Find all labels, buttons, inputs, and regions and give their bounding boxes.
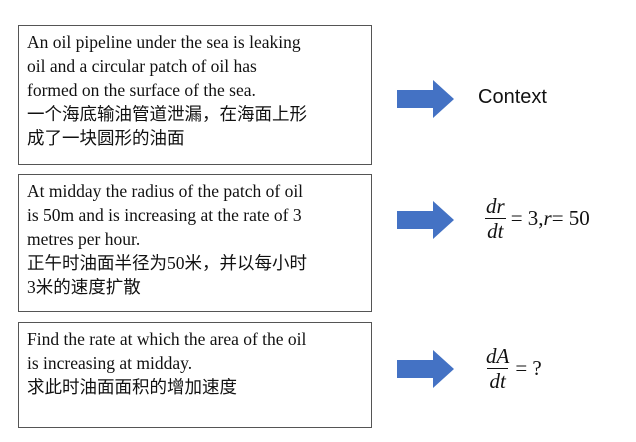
text-line: An oil pipeline under the sea is leaking xyxy=(27,32,301,52)
text-line: metres per hour. xyxy=(27,229,141,249)
rate-equation-unknown: dA dt = ? xyxy=(484,344,542,393)
text-line: is increasing at midday. xyxy=(27,353,193,373)
right-arrow-icon xyxy=(397,350,454,388)
text-line: is 50m and is increasing at the rate of … xyxy=(27,205,302,225)
text-line-chinese: 求此时油面面积的增加速度 xyxy=(27,377,237,397)
right-arrow-icon xyxy=(397,80,454,118)
fraction-denominator: dt xyxy=(485,218,506,243)
equation-text: = ? xyxy=(515,356,542,380)
rate-equation-given: dr dt = 3, r = 50 xyxy=(484,194,590,243)
derivative-fraction: dr dt xyxy=(484,194,507,243)
text-box-given: At midday the radius of the patch of oil… xyxy=(18,174,372,312)
equation-text: = 3, xyxy=(510,206,544,230)
derivative-fraction: dA dt xyxy=(484,344,511,393)
fraction-numerator: dA xyxy=(486,344,510,368)
text-line-chinese: 成了一块圆形的油面 xyxy=(27,128,185,148)
equation-text: = 50 xyxy=(551,206,590,230)
text-line: formed on the surface of the sea. xyxy=(27,80,256,100)
right-arrow-icon xyxy=(397,201,454,239)
text-line-chinese: 3米的速度扩散 xyxy=(27,277,141,297)
context-label: Context xyxy=(478,86,547,108)
text-line: At midday the radius of the patch of oil xyxy=(27,181,304,201)
text-line-chinese: 一个海底输油管道泄漏，在海面上形 xyxy=(27,104,307,124)
text-box-context: An oil pipeline under the sea is leaking… xyxy=(18,25,372,165)
variable-r: r xyxy=(543,206,552,230)
text-line: Find the rate at which the area of the o… xyxy=(27,329,307,349)
text-box-question: Find the rate at which the area of the o… xyxy=(18,322,372,428)
fraction-denominator: dt xyxy=(487,368,508,393)
text-line: oil and a circular patch of oil has xyxy=(27,56,257,76)
text-line-chinese: 正午时油面半径为50米，并以每小时 xyxy=(27,253,307,273)
fraction-numerator: dr xyxy=(486,194,505,218)
